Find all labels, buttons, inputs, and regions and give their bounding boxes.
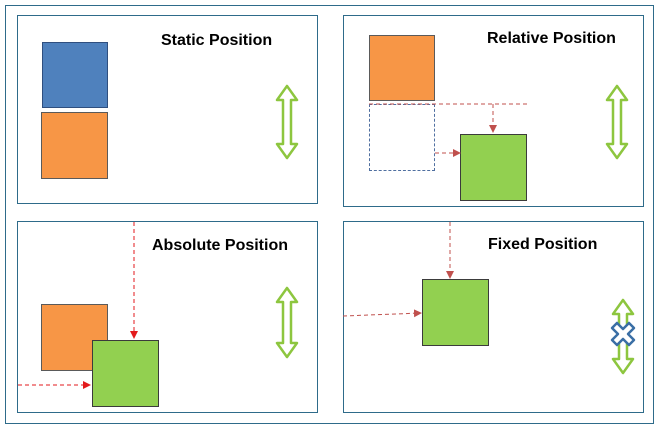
panel-absolute-title: Absolute Position [152,237,288,254]
green-box [460,134,527,201]
panel-static-title: Static Position [161,32,273,49]
green-box [92,340,159,407]
orange-box [369,35,435,101]
blue-box [42,42,108,108]
green-box [422,279,489,346]
panel-absolute: Absolute Position [17,221,318,413]
panel-fixed: Fixed Position [343,221,644,413]
orange-box [41,112,108,179]
double-headed-vertical-arrow-icon [275,84,299,160]
diagram-frame [5,5,654,424]
original-position-outline [369,104,435,171]
fixed-left-offset-arrow [342,309,422,318]
double-headed-vertical-arrow-icon [275,286,299,359]
panel-fixed-title: Fixed Position [488,236,598,253]
panel-static: Static Position [17,15,318,204]
relative-top-offset-arrow [369,103,528,133]
cross-icon [610,321,636,347]
panel-relative-title: Relative Position [487,30,616,47]
double-headed-vertical-arrow-icon [605,84,629,160]
